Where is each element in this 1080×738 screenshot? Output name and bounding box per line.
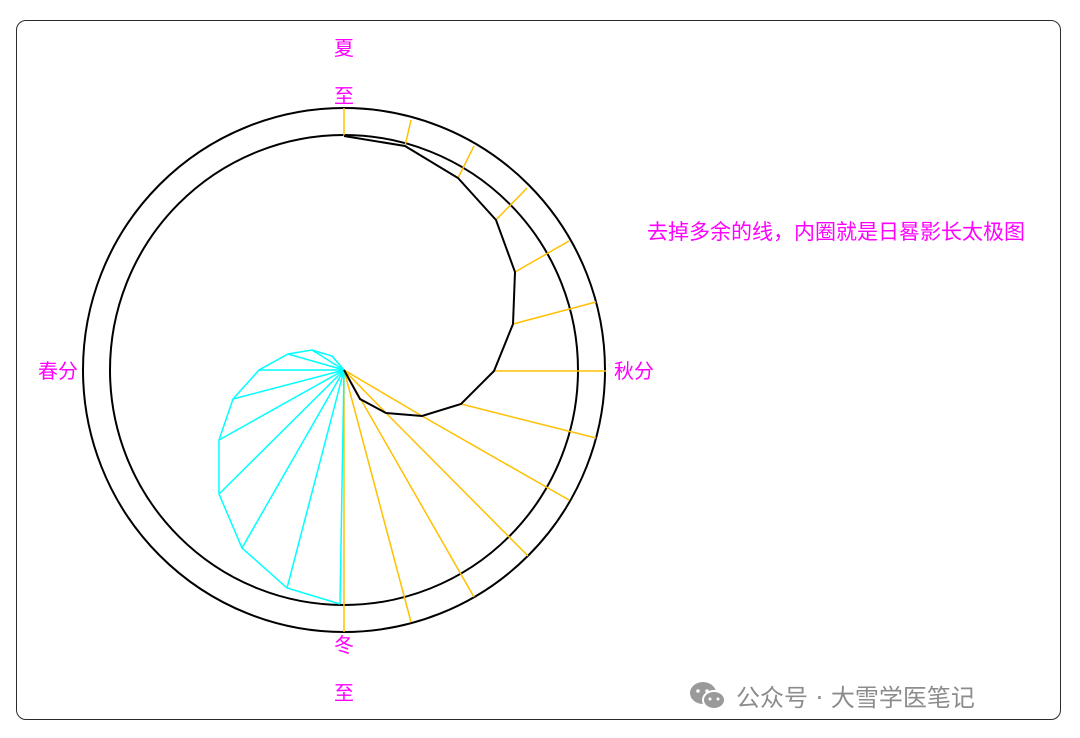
winter-char-2: 至	[334, 681, 354, 705]
summer-char-1: 夏	[334, 36, 354, 60]
winter-char-1: 冬	[334, 633, 354, 657]
taiji-s-curve	[343, 135, 517, 418]
shadow-line	[421, 415, 570, 501]
shadow-line	[460, 403, 597, 439]
tick-line	[457, 145, 475, 179]
winter-solstice-label: 冬 至	[334, 635, 354, 703]
tick-line	[514, 240, 570, 273]
shadow-line	[218, 369, 345, 495]
shadow-line	[286, 369, 345, 589]
outer-ticks	[343, 108, 597, 325]
shadow-line	[311, 349, 345, 371]
diagram-caption: 去掉多余的线，内圈就是日晷影长太极图	[647, 220, 1025, 244]
tick-line	[404, 119, 412, 147]
summer-char-2: 至	[334, 84, 354, 108]
summer-solstice-label: 夏 至	[334, 38, 354, 106]
diagram-frame	[16, 20, 1061, 720]
wechat-icon	[690, 681, 726, 710]
shadow-line	[287, 353, 345, 371]
watermark-text: 公众号 · 大雪学医笔记	[736, 684, 975, 712]
autumn-equinox-label: 秋分	[614, 359, 654, 383]
shadow-line	[343, 369, 475, 598]
autumn-shadow-lines	[343, 369, 606, 632]
shadow-line	[385, 412, 529, 557]
shadow-line	[218, 369, 345, 441]
watermark: 公众号 · 大雪学医笔记	[688, 678, 975, 713]
shadow-line	[343, 369, 387, 414]
shadow-line	[241, 369, 345, 549]
shadow-line	[343, 369, 423, 417]
tick-line	[512, 301, 597, 325]
shadow-line	[232, 369, 345, 400]
shadow-line	[343, 369, 412, 623]
shadow-line	[339, 369, 345, 605]
spring-equinox-label: 春分	[38, 359, 78, 383]
tick-line	[495, 187, 528, 221]
spring-shadow-lines	[218, 349, 345, 605]
spring-outline	[218, 349, 345, 605]
